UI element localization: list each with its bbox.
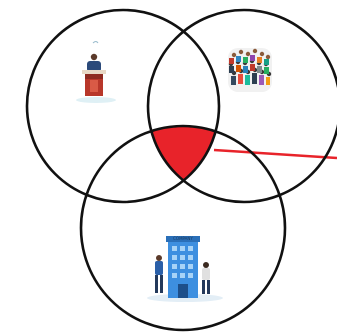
- company-circle: [79, 124, 287, 332]
- audience-circle: [146, 8, 337, 204]
- speaker-circle: [25, 8, 221, 204]
- crowd-icon: [228, 48, 272, 92]
- building-sign: COMPANY: [173, 236, 193, 241]
- speaker-at-podium-icon: [76, 41, 116, 103]
- pointer-line: [213, 148, 337, 160]
- company-building-icon: COMPANY: [147, 236, 223, 302]
